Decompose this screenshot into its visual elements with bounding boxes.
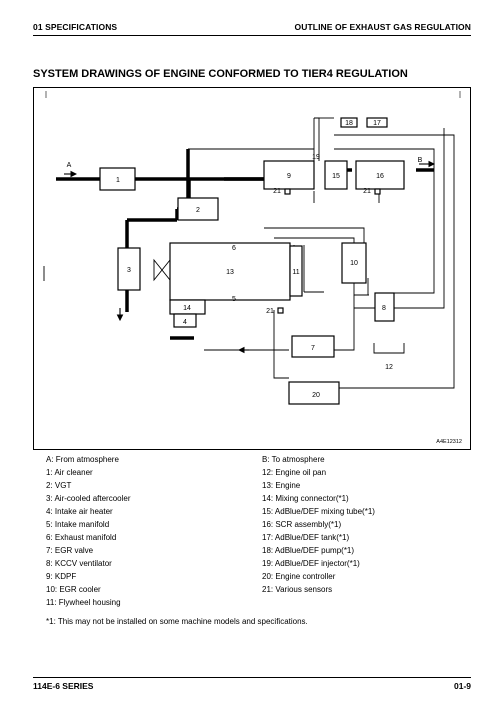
label-15: 15 (332, 173, 340, 180)
label-12: 12 (385, 364, 393, 371)
legend-item: 13: Engine (262, 481, 301, 490)
label-5: 5 (232, 296, 236, 303)
label-21-b: 21 (363, 188, 371, 195)
label-20: 20 (312, 392, 320, 399)
header-rule (33, 35, 471, 36)
label-11: 11 (292, 269, 299, 276)
label-3: 3 (127, 267, 131, 274)
label-21-c: 21 (266, 308, 274, 315)
label-4: 4 (183, 319, 187, 326)
label-19: 19 (312, 154, 320, 161)
system-diagram: A B 1 2 3 4 5 6 7 8 9 10 11 12 13 14 15 … (33, 87, 471, 450)
legend-item: 18: AdBlue/DEF pump(*1) (262, 546, 355, 555)
legend-item: 6: Exhaust manifold (46, 533, 117, 542)
legend-item: B: To atmosphere (262, 455, 325, 464)
label-1: 1 (116, 177, 120, 184)
legend-item: 3: Air-cooled aftercooler (46, 494, 131, 503)
legend-item: 19: AdBlue/DEF injector(*1) (262, 559, 360, 568)
footnote: *1: This may not be installed on some ma… (46, 617, 308, 626)
diagram-svg: A B 1 2 3 4 5 6 7 8 9 10 11 12 13 14 15 … (43, 91, 462, 445)
legend-item: 16: SCR assembly(*1) (262, 520, 342, 529)
label-16: 16 (376, 173, 384, 180)
legend-item: 2: VGT (46, 481, 72, 490)
legend-item: 15: AdBlue/DEF mixing tube(*1) (262, 507, 375, 516)
label-21-a: 21 (273, 188, 281, 195)
legend-item: 1: Air cleaner (46, 468, 93, 477)
legend-item: 20: Engine controller (262, 572, 336, 581)
label-8: 8 (382, 305, 386, 312)
header-section: 01 SPECIFICATIONS (33, 22, 118, 32)
label-7: 7 (311, 345, 315, 352)
label-18: 18 (345, 120, 353, 127)
legend-right: B: To atmosphere 12: Engine oil pan 13: … (262, 453, 375, 596)
footer-rule (33, 677, 471, 678)
label-10: 10 (350, 260, 358, 267)
page-title: SYSTEM DRAWINGS OF ENGINE CONFORMED TO T… (33, 68, 408, 80)
figure-code: A4E12312 (436, 439, 462, 445)
legend-item: 8: KCCV ventilator (46, 559, 112, 568)
legend-item: 17: AdBlue/DEF tank(*1) (262, 533, 350, 542)
legend-item: 5: Intake manifold (46, 520, 110, 529)
legend-item: 12: Engine oil pan (262, 468, 327, 477)
page-number: 01-9 (453, 681, 471, 691)
label-A: A (67, 162, 72, 169)
label-2: 2 (196, 207, 200, 214)
legend-item: 21: Various sensors (262, 585, 333, 594)
legend-item: 10: EGR cooler (46, 585, 101, 594)
label-6: 6 (232, 245, 236, 252)
label-17: 17 (373, 120, 381, 127)
label-13: 13 (226, 269, 234, 276)
header-topic: OUTLINE OF EXHAUST GAS REGULATION (294, 22, 471, 32)
legend-item: 11: Flywheel housing (46, 598, 121, 607)
legend-item: 7: EGR valve (46, 546, 94, 555)
legend-left: A: From atmosphere 1: Air cleaner 2: VGT… (46, 453, 131, 609)
legend-item: 4: Intake air heater (46, 507, 113, 516)
label-14: 14 (183, 305, 191, 312)
legend-item: 9: KDPF (46, 572, 77, 581)
label-B: B (418, 157, 423, 164)
label-9: 9 (287, 173, 291, 180)
legend-item: 14: Mixing connector(*1) (262, 494, 349, 503)
legend-item: A: From atmosphere (46, 455, 119, 464)
footer-series: 114E-6 SERIES (33, 681, 94, 691)
